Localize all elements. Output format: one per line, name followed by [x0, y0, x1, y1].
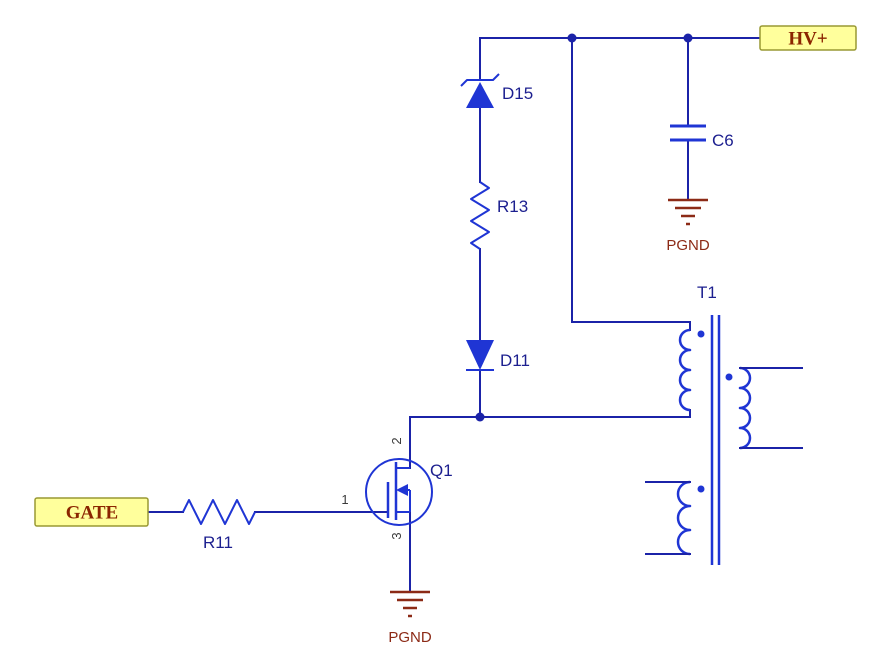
designator-t1: T1 [697, 283, 717, 302]
net-label-box [34, 497, 149, 527]
net-label-text: GATE [66, 503, 118, 524]
designator-r11: R11 [203, 533, 233, 552]
wire-rail-to-primary-top [571, 37, 691, 331]
secondary-winding-top [738, 366, 752, 450]
secondary-winding-bottom [676, 480, 692, 556]
component-q1: Q1 1 2 3 [341, 437, 452, 539]
zener-triangle [466, 82, 494, 108]
pin-number-drain: 2 [389, 437, 404, 444]
net-label-hv: HV+ [759, 25, 857, 51]
junction-dot [567, 33, 577, 43]
designator-c6: C6 [712, 131, 734, 150]
component-d15: D15 [460, 73, 533, 108]
ground-label: PGND [666, 237, 710, 254]
ground-c6: PGND [666, 198, 710, 254]
net-label-text: HV+ [788, 29, 827, 50]
ground-q1-source: PGND [388, 590, 432, 646]
resistor-zigzag [470, 181, 490, 250]
designator-r13: R13 [497, 197, 528, 216]
resistor-zigzag [182, 499, 256, 525]
primary-winding [678, 328, 692, 412]
junction-dot [683, 33, 693, 43]
net-label-box [759, 25, 857, 51]
junction-dot [475, 412, 485, 422]
designator-q1: Q1 [430, 461, 453, 480]
component-r11: R11 [182, 499, 256, 552]
component-d11: D11 [466, 340, 530, 371]
mosfet-body-arrow [396, 484, 408, 496]
polarity-dot-secondary-top [725, 373, 733, 381]
designator-d11: D11 [500, 351, 530, 370]
polarity-dot-secondary-bottom [697, 485, 705, 493]
pin-number-gate: 1 [341, 492, 348, 507]
wires [147, 33, 761, 593]
diode-triangle [466, 340, 494, 370]
polarity-dot-primary [697, 330, 705, 338]
ground-label: PGND [388, 629, 432, 646]
transistor-body-circle [365, 458, 433, 526]
component-r13: R13 [470, 181, 528, 250]
component-c6: C6 [670, 124, 734, 150]
pin-number-source: 3 [389, 532, 404, 539]
net-label-gate: GATE [34, 497, 149, 527]
designator-d15: D15 [502, 84, 533, 103]
component-t1: T1 [645, 283, 803, 565]
zener-cathode-bar [460, 73, 500, 87]
